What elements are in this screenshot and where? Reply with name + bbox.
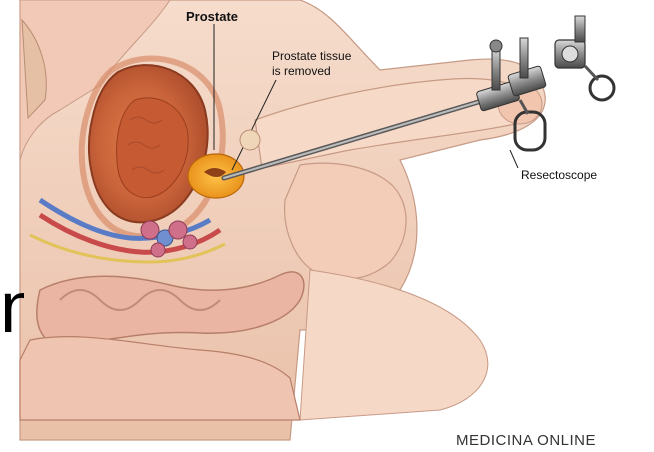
label-prostate-tissue-line1: Prostate tissue: [272, 49, 351, 63]
thigh: [300, 270, 488, 420]
leader-resectoscope: [510, 150, 518, 168]
label-prostate: Prostate: [186, 9, 238, 24]
label-resectoscope: Resectoscope: [521, 168, 597, 182]
watermark: MEDICINA ONLINE: [456, 432, 596, 449]
label-prostate-tissue-line2: is removed: [272, 64, 331, 78]
cropped-letter: n: [0, 272, 24, 344]
pubic-bone: [240, 130, 260, 150]
